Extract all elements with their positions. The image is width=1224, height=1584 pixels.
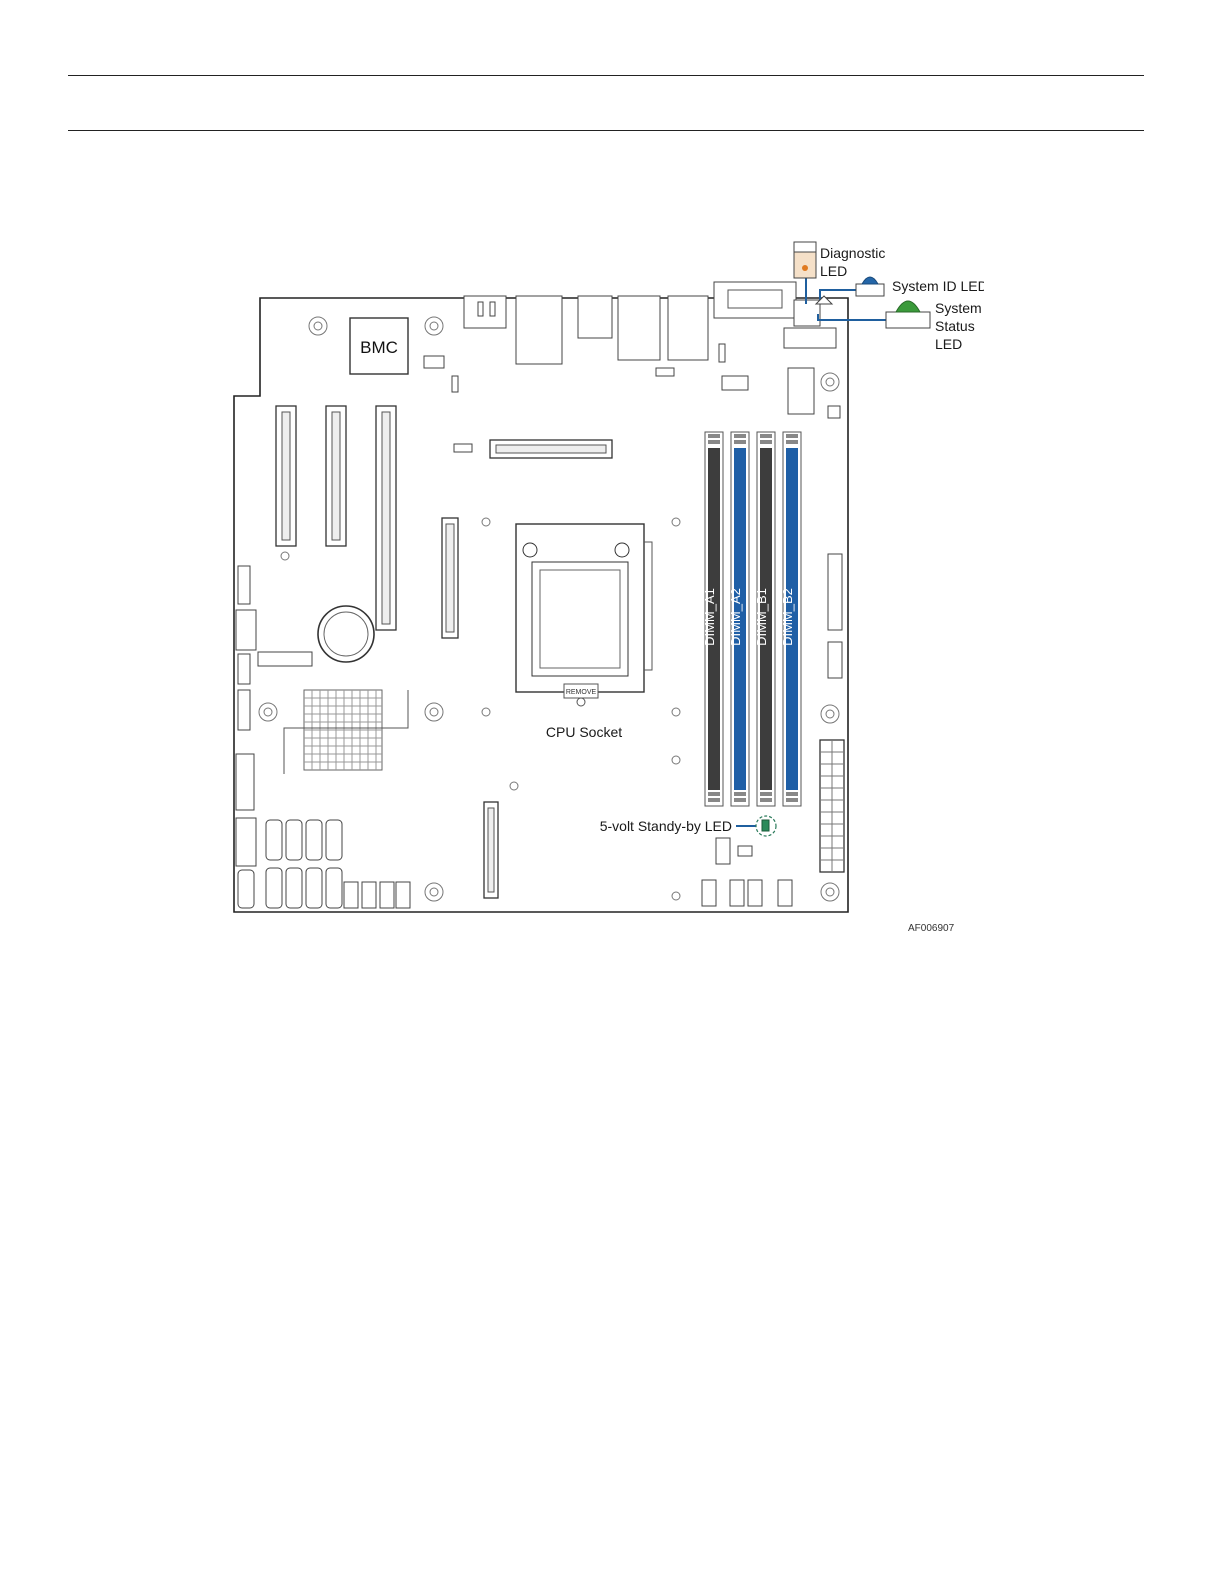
cpu-socket: [516, 524, 652, 706]
dimm-label: DIMM_A1: [702, 588, 717, 646]
dimm-label: DIMM_B2: [780, 588, 795, 646]
diagnostic-led-label-line2: LED: [820, 263, 847, 279]
io-lan-connector-3: [668, 296, 708, 360]
standby-led-label: 5-volt Standy-by LED: [600, 818, 732, 834]
bmc-label: BMC: [360, 338, 398, 357]
dimm-label: DIMM_B1: [754, 588, 769, 646]
figure-id: AF006907: [908, 923, 955, 934]
diagnostic-led-label-line1: Diagnostic: [820, 245, 885, 261]
io-lan-connector-2: [618, 296, 660, 360]
dimm-slot-dimm-b1: DIMM_B1: [754, 432, 775, 806]
cpu-socket-label: CPU Socket: [546, 724, 622, 740]
system-status-led-icon: [896, 301, 920, 312]
diagnostic-led-dot: [802, 265, 808, 271]
dimm-slot-dimm-a2: DIMM_A2: [728, 432, 749, 806]
system-status-led-label-line1: System: [935, 300, 982, 316]
io-usb-connector: [464, 296, 506, 328]
system-id-led-icon: [862, 277, 878, 284]
system-status-led-label-line3: LED: [935, 336, 962, 352]
dimm-label: DIMM_A2: [728, 588, 743, 646]
system-id-led-label: System ID LED: [892, 278, 984, 294]
motherboard-figure: BMC: [232, 240, 984, 940]
standby-led-icon: [762, 820, 769, 831]
io-lan-connector-1: [516, 296, 562, 364]
remove-label: REMOVE: [566, 689, 597, 696]
header-rule-bottom: [68, 130, 1144, 131]
io-connector-2: [578, 296, 612, 338]
dimm-slot-dimm-b2: DIMM_B2: [780, 432, 801, 806]
system-status-led-label-line2: Status: [935, 318, 975, 334]
header-rule-top: [68, 75, 1144, 76]
dimm-slot-dimm-a1: DIMM_A1: [702, 432, 723, 806]
